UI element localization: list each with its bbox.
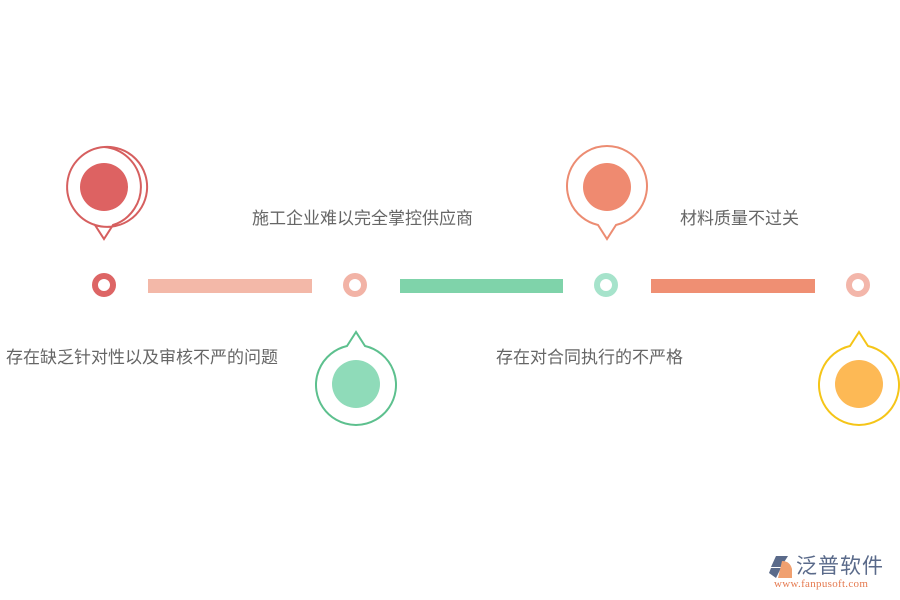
item-label-4: 材料质量不过关 [680,209,799,229]
item-label-3: 存在对合同执行的不严格 [496,348,683,368]
brand-url: www.fanpusoft.com [774,578,869,590]
timeline-connector-1 [148,279,312,293]
timeline-node-4 [846,273,870,297]
map-pin-icon-2 [315,330,397,426]
timeline-node-3 [594,273,618,297]
item-label-1: 存在缺乏针对性以及审核不严的问题 [6,348,278,368]
brand-logo: 泛普软件 www.fanpusoft.com [768,553,898,593]
item-label-2: 施工企业难以完全掌控供应商 [252,209,473,229]
brand-name: 泛普软件 [796,554,884,578]
map-pin-icon-4 [818,330,900,426]
timeline-node-2 [343,273,367,297]
fanpu-logo-icon [769,556,792,578]
timeline-connector-2 [400,279,563,293]
map-pin-icon-1 [66,145,149,241]
timeline-node-1 [92,273,116,297]
timeline-connector-3 [651,279,815,293]
map-pin-icon-3 [566,145,648,241]
